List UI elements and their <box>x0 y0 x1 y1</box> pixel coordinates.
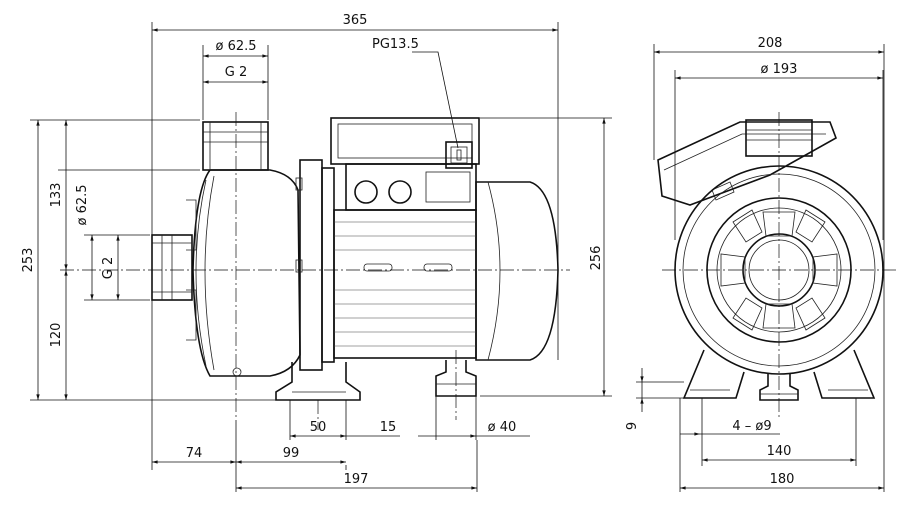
motor-body <box>333 181 559 361</box>
dim-base-width: 180 <box>770 472 795 487</box>
dim-outlet-diameter: ø 62.5 <box>215 39 256 54</box>
dim-upper-height: 133 <box>49 183 64 208</box>
label-cable-gland: PG13.5 <box>372 37 419 52</box>
side-extension-lines <box>636 44 885 492</box>
dim-197: 197 <box>344 472 369 487</box>
dim-overall-length: 365 <box>343 13 368 28</box>
dim-foot-width: 15 <box>380 420 397 435</box>
dim-overall-height-left: 253 <box>21 248 36 273</box>
dim-inlet-thread: G 2 <box>101 257 116 279</box>
side-terminal-box <box>657 121 837 206</box>
dim-mounting-holes: 4 – ø9 <box>732 419 771 434</box>
dim-foot-thickness: 9 <box>625 422 640 430</box>
dim-foot-diameter: ø 40 <box>488 420 517 435</box>
dim-inlet-diameter: ø 62.5 <box>75 184 90 225</box>
dim-foot-spacing: 50 <box>310 420 327 435</box>
dimension-lines <box>36 28 606 490</box>
dim-lower-height: 120 <box>49 323 64 348</box>
dim-74: 74 <box>186 446 203 461</box>
front-view: 365 ø 62.5 G 2 PG13.5 253 133 120 ø 62.5… <box>21 13 612 492</box>
pump-casing <box>151 121 301 377</box>
dim-hole-spacing: 140 <box>767 444 792 459</box>
side-dimension-lines <box>640 50 884 490</box>
bracket <box>295 159 335 371</box>
dim-overall-height-right: 256 <box>589 246 604 271</box>
dim-body-diameter-side: ø 193 <box>761 62 798 77</box>
dim-outlet-thread: G 2 <box>225 65 247 80</box>
terminal-box <box>330 117 480 211</box>
dim-overall-width-side: 208 <box>758 36 783 51</box>
dim-99: 99 <box>283 446 300 461</box>
side-view: 208 ø 193 9 4 – ø9 140 180 <box>625 36 896 492</box>
